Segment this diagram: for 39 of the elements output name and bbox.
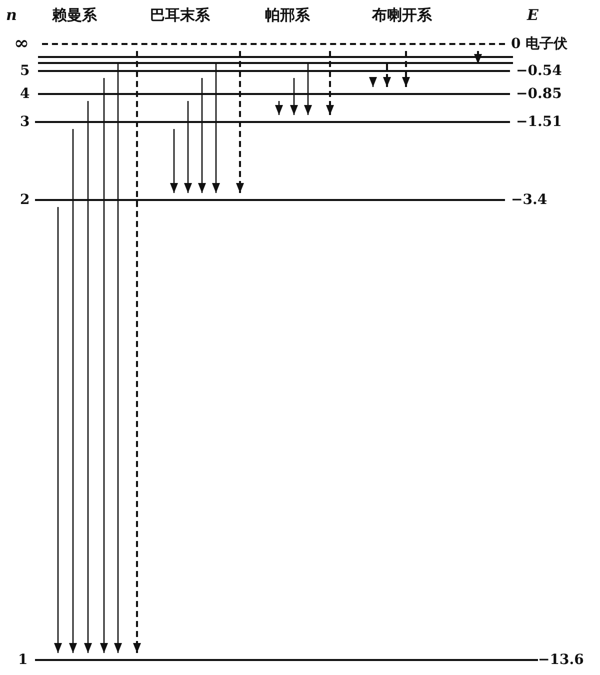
- transition-arrow: [114, 64, 122, 653]
- transition-arrow: [198, 78, 206, 193]
- transition-arrow: [54, 207, 62, 653]
- transition-arrow: [100, 78, 108, 653]
- transition-arrow: [133, 51, 141, 653]
- transition-arrow: [290, 78, 298, 115]
- energy-level-line: [38, 56, 513, 58]
- transition-arrow: [326, 51, 334, 115]
- transition-arrow: [170, 129, 178, 193]
- transition-arrow: [474, 51, 482, 64]
- quantum-number: 1: [18, 653, 28, 667]
- energy-level-line: [38, 62, 513, 64]
- transition-arrow: [275, 101, 283, 115]
- energy-value: −13.6: [538, 653, 584, 667]
- quantum-number: 2: [20, 193, 30, 207]
- energy-value: −0.54: [516, 64, 562, 78]
- transition-arrow: [212, 64, 220, 193]
- series-title: 帕邢系: [265, 6, 310, 24]
- transition-arrow: [304, 64, 312, 115]
- energy-value: 0 电子伏: [511, 37, 568, 51]
- transition-arrow: [383, 64, 391, 87]
- axis-label: n: [6, 6, 17, 24]
- quantum-number: 5: [20, 64, 30, 78]
- transition-arrow: [236, 51, 244, 193]
- quantum-number: 3: [20, 115, 30, 129]
- series-title: 巴耳末系: [150, 6, 210, 24]
- quantum-number: 4: [20, 87, 30, 101]
- axis-label: E: [527, 6, 538, 24]
- series-title: 赖曼系: [52, 6, 97, 24]
- transition-arrow: [84, 101, 92, 653]
- transition-arrow: [69, 129, 77, 653]
- energy-value: −0.85: [516, 87, 562, 101]
- energy-value: −1.51: [516, 115, 562, 129]
- transition-arrow: [369, 77, 377, 87]
- quantum-number: ∞: [14, 37, 29, 51]
- series-title: 布喇开系: [372, 6, 432, 24]
- energy-value: −3.4: [511, 193, 548, 207]
- transition-arrow: [184, 101, 192, 193]
- transition-arrow: [402, 51, 410, 87]
